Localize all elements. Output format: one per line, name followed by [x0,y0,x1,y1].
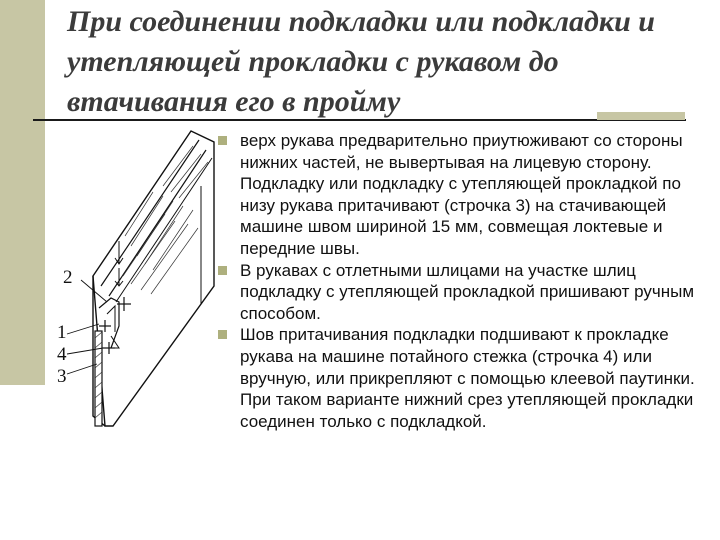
bullet-text: верх рукава предварительно приутюживают … [240,131,683,258]
bullet-text: В рукавах с отлетными шлицами на участке… [240,260,695,323]
bullet-item: Шов притачивания подкладки подшивают к п… [216,324,706,432]
figure-label-4: 4 [57,344,67,365]
bullet-list: верх рукава предварительно приутюживают … [216,130,706,432]
bullet-item: В рукавах с отлетными шлицами на участке… [216,260,706,325]
square-bullet-icon [218,265,227,275]
bullet-text: Шов притачивания подкладки подшивают к п… [240,325,695,431]
square-bullet-icon [218,330,227,340]
square-bullet-icon [218,136,227,145]
figure-label-2: 2 [63,267,73,288]
slide-title: При соединении подкладки или подкладки и… [67,5,655,118]
sleeve-seam-diagram: 2 1 4 3 [53,126,215,438]
left-accent-bar [0,0,45,385]
divider-accent [597,112,685,120]
figure-label-3: 3 [57,366,67,387]
title-divider [33,119,686,121]
bullet-item: верх рукава предварительно приутюживают … [216,130,706,260]
figure-label-1: 1 [57,322,67,343]
